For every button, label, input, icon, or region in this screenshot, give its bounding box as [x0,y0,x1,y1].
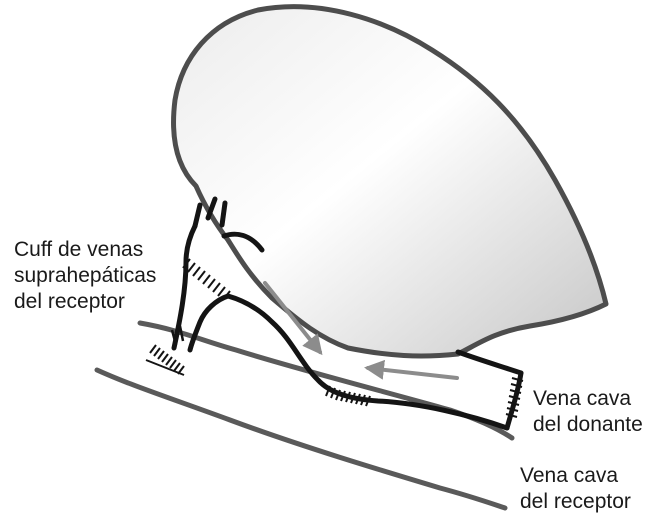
liver [174,7,606,356]
label-donor-cava-line2: del donante [533,412,643,438]
cuff-vein-top-left [195,205,200,226]
label-donor-cava-line1: Vena cava [533,386,643,412]
suture-upper-cuff [183,259,230,300]
donor-cava-upper-wall [458,352,521,373]
label-recipient-cuff-line3: del receptor [14,289,156,315]
label-recipient-cava-line1: Vena cava [520,463,631,489]
label-recipient-cuff-line1: Cuff de venas [14,237,156,263]
suture-lower-cuff [146,345,184,375]
flow-arrow-donor-cava [368,368,457,378]
label-recipient-cava: Vena cava del receptor [520,463,631,515]
label-donor-cava: Vena cava del donante [533,386,643,438]
label-recipient-cuff: Cuff de venas suprahepáticas del recepto… [14,237,156,315]
recipient-cava-lower-wall [97,370,505,508]
cuff-vein-top-right [222,203,225,225]
cuff-left-wall [174,226,195,348]
label-recipient-cava-line2: del receptor [520,489,631,515]
label-recipient-cuff-line2: suprahepáticas [14,263,156,289]
donor-cava-end [507,373,521,428]
